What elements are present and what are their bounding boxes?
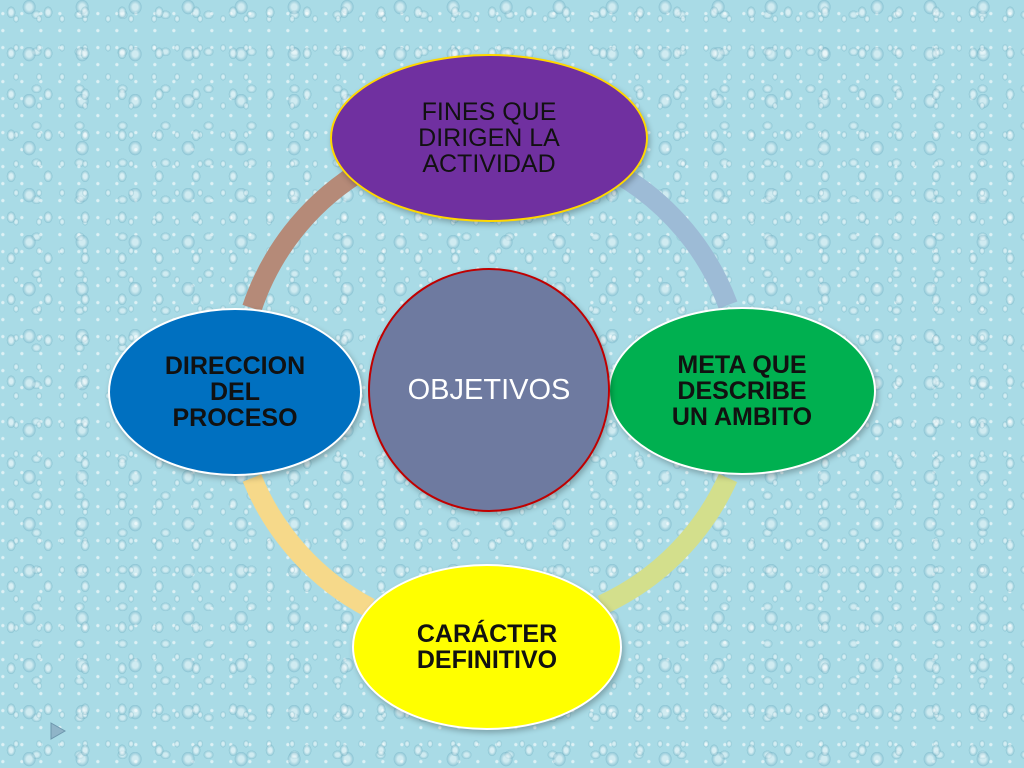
node-caracter-definitivo: CARÁCTER DEFINITIVO (352, 564, 622, 730)
ring-arc-right-bottom (597, 473, 738, 615)
ring-arc-top-right (614, 166, 738, 309)
node-meta-que-describe: META QUE DESCRIBE UN AMBITO (608, 307, 876, 475)
node-fines-que-dirigen: FINES QUE DIRIGEN LA ACTIVIDAD (330, 54, 648, 222)
ring-arc-left-top (242, 166, 361, 312)
node-right-label: META QUE DESCRIBE UN AMBITO (671, 350, 813, 432)
node-bottom-label: CARÁCTER DEFINITIVO (416, 619, 558, 674)
center-label: OBJETIVOS (407, 373, 571, 406)
node-direccion-del-proceso: DIRECCION DEL PROCESO (108, 308, 362, 476)
play-triangle-icon[interactable] (50, 722, 66, 740)
node-top-label: FINES QUE DIRIGEN LA ACTIVIDAD (418, 97, 560, 179)
node-left-label: DIRECCION DEL PROCESO (164, 351, 306, 433)
node-center-objetivos: OBJETIVOS (368, 268, 610, 512)
ring-arc-bottom-left (242, 474, 375, 617)
